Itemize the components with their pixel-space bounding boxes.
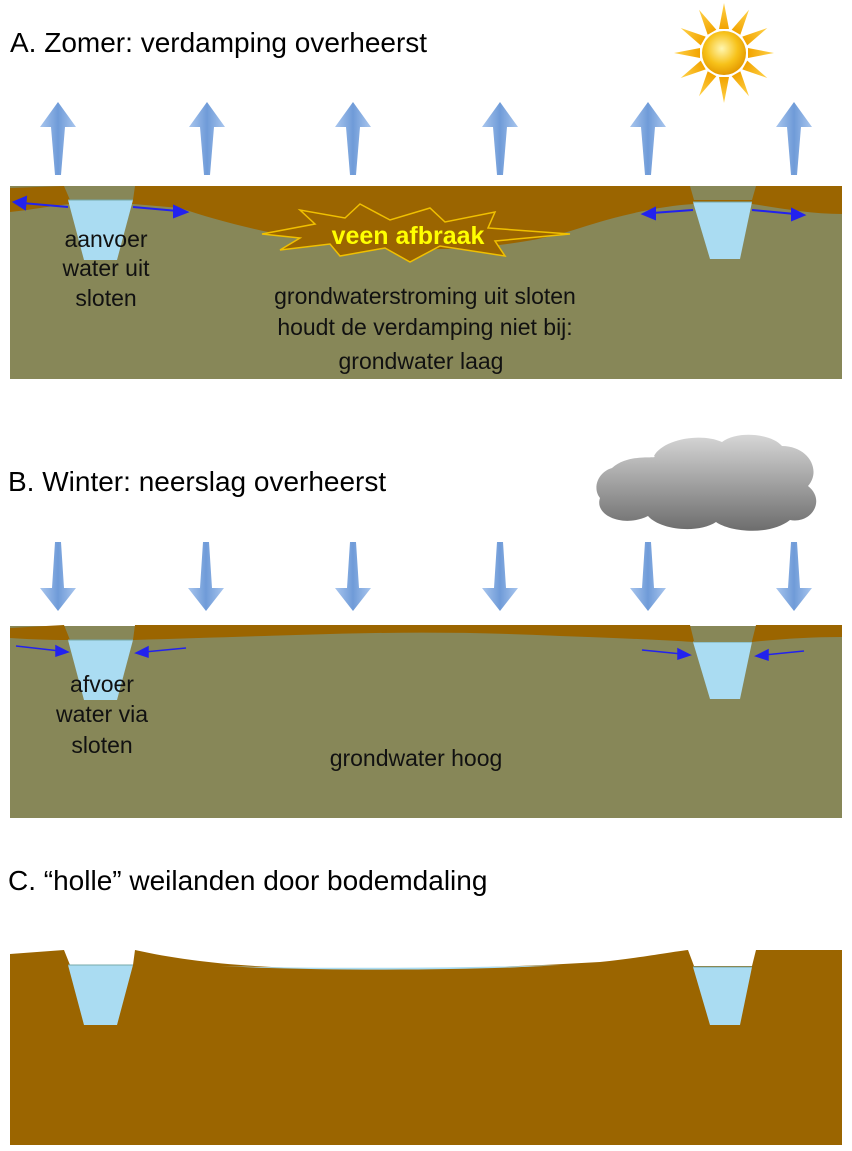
groundwater-text-a: grondwaterstroming uit sloten houdt de v…: [274, 283, 576, 374]
pond-surface: [220, 965, 560, 970]
panel-a-title: A. Zomer: verdamping overheerst: [10, 27, 427, 58]
ditch-right: [693, 967, 752, 1025]
rain-arrow-icon: [630, 542, 666, 611]
rain-arrow-icon: [335, 542, 371, 611]
inflow-arrows: [15, 644, 805, 662]
evaporation-arrow-icon: [335, 102, 371, 175]
cross-section-b: [10, 625, 842, 818]
evaporation-arrow-icon: [630, 102, 666, 175]
panel-b-title: B. Winter: neerslag overheerst: [8, 466, 386, 497]
burst-label: veen afbraak: [332, 222, 485, 250]
ditch-label-line: aanvoer: [64, 226, 147, 252]
ditch-left: [68, 965, 133, 1025]
evaporation-arrow-icon: [189, 102, 225, 175]
evaporation-arrow-icon: [482, 102, 518, 175]
ditch-label-line: water uit: [62, 255, 151, 281]
cross-section-a: veen afbraak: [10, 186, 842, 379]
outflow-arrows: [11, 195, 807, 222]
cross-section-c: [10, 950, 842, 1145]
ditch-right: [693, 202, 752, 259]
rain-arrow-icon: [482, 542, 518, 611]
ditch-label-line: water via: [55, 701, 148, 727]
ditch-right: [693, 642, 752, 699]
evaporation-arrow-icon: [40, 102, 76, 175]
groundwater-text-b: grondwater hoog: [330, 745, 503, 771]
groundwater-line: grondwaterstroming uit sloten: [274, 283, 576, 309]
cloud-icon: [596, 434, 817, 531]
ditch-label-line: sloten: [75, 285, 136, 311]
precipitation-arrows: [40, 542, 812, 611]
evaporation-arrows: [40, 102, 812, 175]
panel-c: C. “holle” weilanden door bodemdaling: [8, 865, 842, 1145]
ditch-left: [68, 640, 133, 700]
evaporation-arrow-icon: [776, 102, 812, 175]
rain-arrow-icon: [40, 542, 76, 611]
ditch-label-a: aanvoer water uit sloten: [62, 226, 151, 311]
panel-a: A. Zomer: verdamping overheerst: [10, 3, 842, 379]
ditch-label-line: sloten: [71, 732, 132, 758]
ditch-label-b: afvoer water via sloten: [55, 671, 148, 758]
rain-arrow-icon: [188, 542, 224, 611]
panel-c-title: C. “holle” weilanden door bodemdaling: [8, 865, 487, 896]
ditch-label-line: afvoer: [70, 671, 134, 697]
panel-b: B. Winter: neerslag overheerst: [8, 434, 842, 818]
ditch-left: [68, 200, 133, 260]
sun-icon: [674, 3, 774, 103]
groundwater-line: grondwater laag: [339, 348, 504, 374]
rain-arrow-icon: [776, 542, 812, 611]
peat-decay-burst: veen afbraak: [261, 203, 571, 263]
groundwater-line: houdt de verdamping niet bij:: [277, 314, 572, 340]
